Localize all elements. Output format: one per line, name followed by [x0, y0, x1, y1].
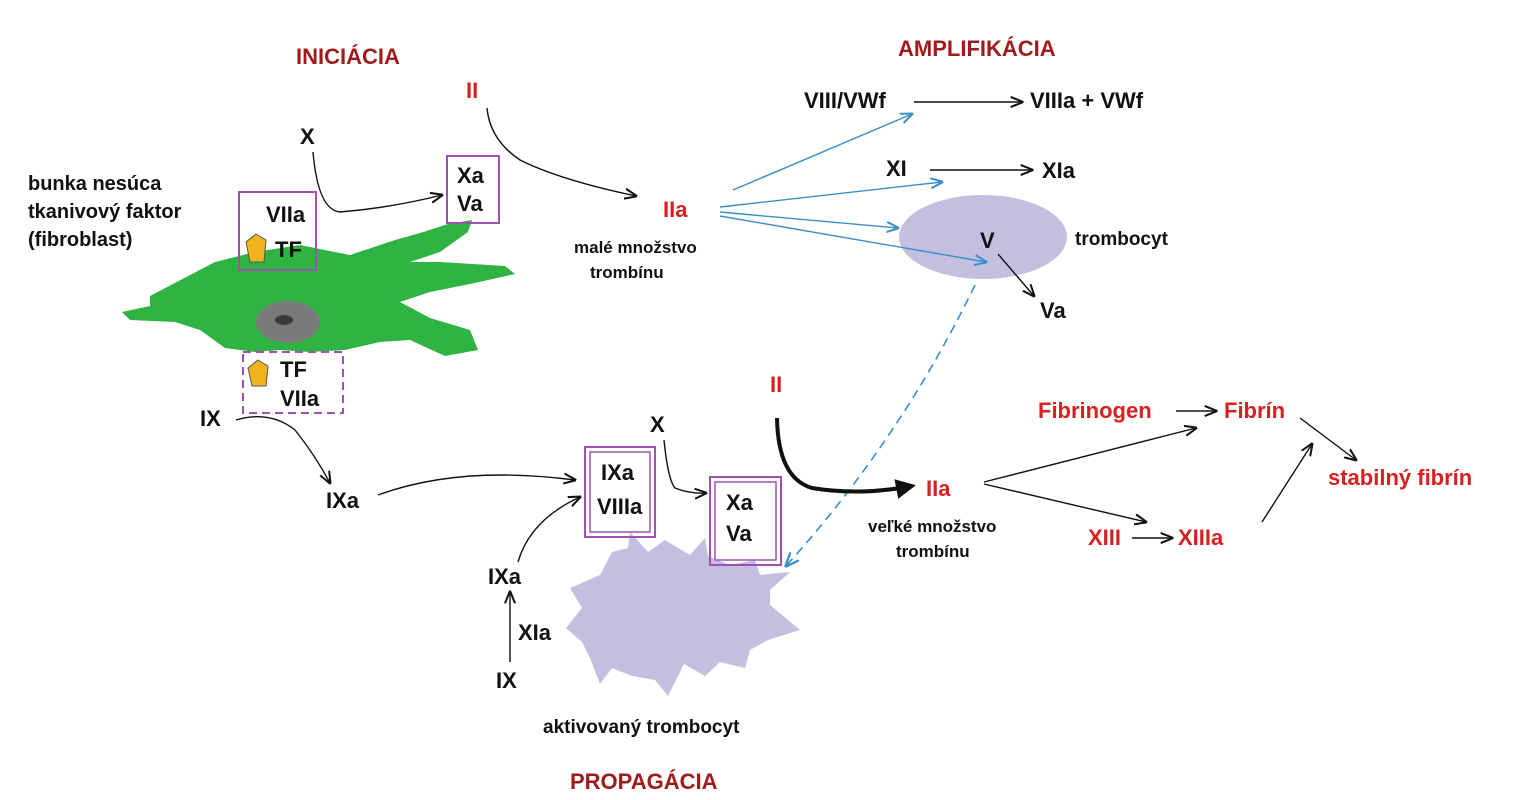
arrow-x-to-prothrombinase — [663, 439, 706, 493]
platelet — [899, 195, 1067, 279]
tf-label-bottom: TF — [280, 357, 307, 382]
arrow-xiiia-to-stable — [1261, 444, 1312, 523]
viia-label-bottom: VIIa — [280, 386, 320, 411]
cell-label-line2: tkanivový faktor — [28, 201, 182, 223]
activated-platelet-label: aktivovaný trombocyt — [543, 717, 740, 738]
xa-label-initiation: Xa — [457, 163, 485, 188]
prothrombinase-complex-inner — [714, 481, 777, 561]
fibroblast-cell — [122, 220, 515, 356]
va-label-initiation: Va — [457, 191, 483, 216]
factor-v-label: V — [980, 228, 995, 253]
xi-label: XI — [886, 156, 907, 181]
arrow-v-to-va — [997, 253, 1034, 296]
thrombin-small-note2: trombínu — [590, 263, 664, 282]
blue-arrow-to-xi — [719, 182, 942, 208]
xiii-label: XIII — [1088, 525, 1121, 550]
phase-amplification-title: AMPLIFIKÁCIA — [898, 36, 1056, 61]
viiia-vwf-label: VIIIa + VWf — [1030, 88, 1144, 113]
factor-ixa-initiation: IXa — [326, 488, 360, 513]
platelet-label: trombocyt — [1075, 229, 1169, 250]
stable-fibrin-label: stabilný fibrín — [1328, 465, 1472, 490]
arrow-ii-to-iia — [486, 107, 636, 196]
viii-vwf-label: VIII/VWf — [804, 88, 887, 113]
arrow-iia-to-xiiia — [983, 483, 1146, 522]
prothrombinase-complex — [709, 476, 782, 566]
factor-ix-propagation: IX — [496, 668, 517, 693]
thrombin-large-note2: trombínu — [896, 542, 970, 561]
arrow-fibrin-to-stable — [1299, 417, 1356, 460]
tenase-viiia-label: VIIIa — [597, 494, 643, 519]
xa-va-complex-initiation — [446, 155, 500, 224]
blue-arrow-to-platelet — [719, 211, 898, 228]
tenase-ixa-label: IXa — [601, 460, 635, 485]
thrombin-large-note1: veľké množstvo — [868, 517, 996, 536]
thrombin-small-note1: malé množstvo — [574, 238, 697, 257]
viia-tf-complex-top — [238, 191, 317, 271]
tenase-complex-inner — [589, 451, 651, 533]
arrow-iia-to-fibrin — [983, 428, 1196, 483]
thick-arrow-ii-to-iia — [775, 417, 916, 499]
arrow-ix-to-ixa — [235, 415, 330, 483]
factor-xia-propagation: XIa — [518, 620, 552, 645]
factor-x-initiation: X — [300, 124, 315, 149]
arrow-ixa-to-tenase — [377, 475, 575, 496]
phase-initiation-title: INICIÁCIA — [296, 44, 400, 69]
factor-ixa-propagation: IXa — [488, 564, 522, 589]
factor-ii-initiation: II — [466, 78, 478, 103]
activated-platelet — [566, 532, 800, 696]
prothrombinase-va-label: Va — [726, 521, 752, 546]
tf-label-top: TF — [275, 237, 302, 262]
prothrombinase-xa-label: Xa — [726, 490, 754, 515]
cell-label-line3: (fibroblast) — [28, 229, 132, 251]
xiiia-label: XIIIa — [1178, 525, 1224, 550]
phase-propagation-title: PROPAGÁCIA — [570, 769, 718, 794]
factor-va-amplification: Va — [1040, 298, 1066, 323]
arrow-x-to-xa — [312, 151, 442, 213]
factor-ix-initiation: IX — [200, 406, 221, 431]
tenase-complex — [584, 446, 656, 538]
thrombin-large: IIa — [926, 476, 951, 501]
tf-icon-top — [245, 233, 267, 263]
factor-x-propagation: X — [650, 412, 665, 437]
blue-arrow-to-viii — [732, 114, 912, 191]
viia-label-top: VIIa — [266, 202, 306, 227]
blue-dashed-platelet-to-activated — [786, 284, 976, 566]
arrow-ixa-to-tenase-propagation — [517, 497, 580, 563]
fibroblast-nucleolus — [275, 315, 293, 325]
xia-label: XIa — [1042, 158, 1076, 183]
thrombin-small: IIa — [663, 197, 688, 222]
fibrin-label: Fibrín — [1224, 398, 1285, 423]
tf-icon-bottom — [247, 359, 269, 387]
blue-arrow-to-v — [719, 215, 986, 262]
tf-viia-complex-bottom — [242, 351, 344, 414]
fibrinogen-label: Fibrinogen — [1038, 398, 1152, 423]
cell-label-line1: bunka nesúca — [28, 173, 162, 195]
factor-ii-propagation: II — [770, 372, 782, 397]
